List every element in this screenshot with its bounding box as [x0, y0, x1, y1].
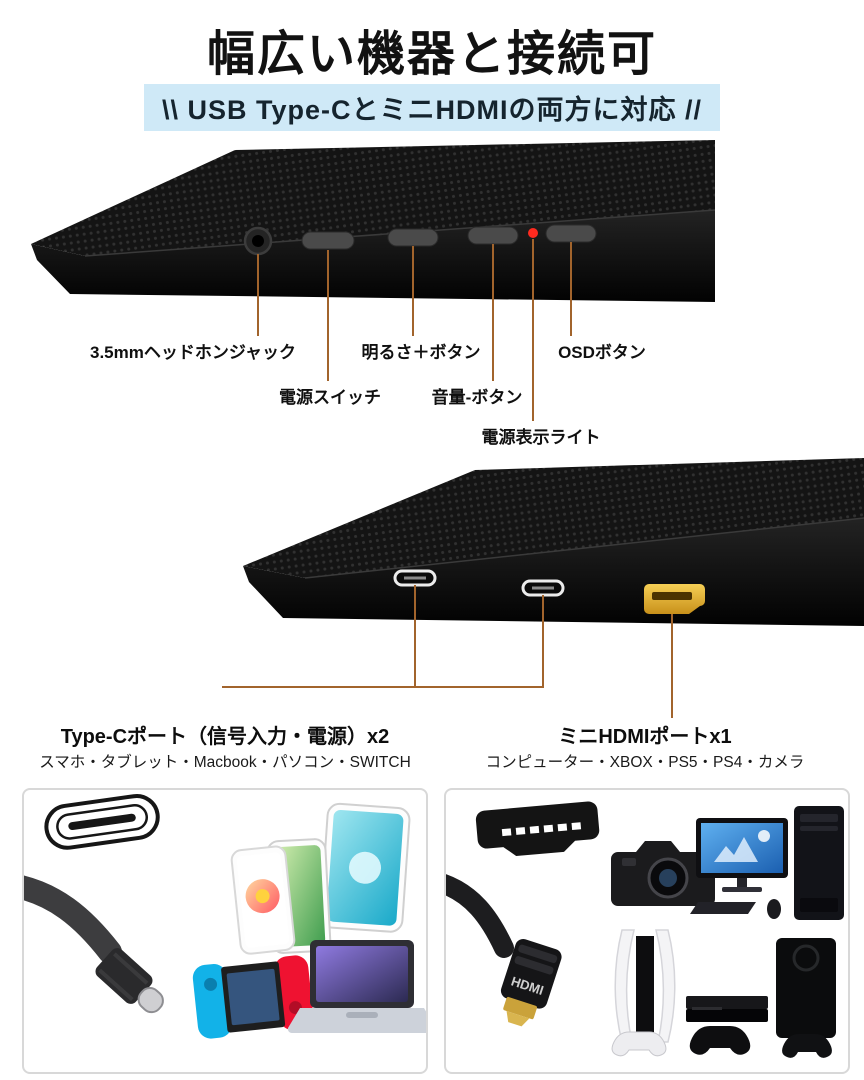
nintendo-switch-icon [192, 955, 314, 1039]
usb-c-devices-illustration [24, 794, 426, 1039]
callout-line [327, 250, 329, 381]
headphone-jack-icon [243, 226, 273, 256]
osd-button-icon [545, 224, 597, 243]
monitor-ports-photo [243, 458, 864, 626]
tablet-icon [319, 802, 411, 933]
power-switch-icon [301, 231, 355, 250]
brightness-button-icon [387, 228, 439, 247]
xbox-controller-icon [782, 1034, 832, 1058]
game-controller-icon [689, 1026, 751, 1055]
callout-line [671, 614, 673, 718]
callout-line [570, 242, 572, 336]
volume-button-icon [467, 226, 519, 245]
callout-line [492, 244, 494, 381]
hdmi-cable-icon: HDMI [446, 874, 562, 1027]
ps5-controller-icon [611, 1031, 667, 1057]
callout-line [222, 686, 544, 688]
camera-icon [611, 841, 715, 906]
callout-line [412, 246, 414, 336]
label-hdmi-devices: コンピューター・XBOX・PS5・PS4・カメラ [485, 754, 805, 771]
smartphone-orange-icon [230, 845, 296, 955]
mini-hdmi-port-icon [475, 801, 600, 857]
callout-line [542, 595, 544, 688]
callout-line [414, 585, 416, 688]
callout-line [532, 239, 534, 421]
ps5-icon [614, 929, 676, 1043]
usb-c-cable-icon [24, 875, 164, 1014]
label-headphone-jack: 3.5mmヘッドホンジャック [89, 343, 297, 362]
desktop-pc-icon [690, 806, 844, 920]
mini-hdmi-port-gold-icon [644, 584, 705, 614]
hdmi-devices-illustration: HDMI [446, 801, 844, 1058]
label-osd-button: OSDボタン [558, 343, 646, 362]
callout-line [257, 254, 259, 336]
hdmi-connectivity-box: HDMI [444, 788, 850, 1074]
laptop-icon [287, 940, 426, 1034]
usb-c-port-1-icon [393, 569, 437, 587]
label-hdmi-port: ミニHDMIポートx1 [558, 726, 732, 748]
label-type-c-devices: スマホ・タブレット・Macbook・パソコン・SWITCH [39, 754, 411, 771]
label-volume-button: 音量-ボタン [431, 388, 523, 407]
page-subtitle: \\ USB Type-CとミニHDMIの両方に対応 // [0, 84, 864, 131]
page-subtitle-text: \\ USB Type-CとミニHDMIの両方に対応 // [143, 84, 720, 131]
label-power-switch: 電源スイッチ [279, 388, 381, 407]
xbox-icon [776, 938, 836, 1038]
monitor-buttons-photo [31, 140, 715, 302]
usb-c-port-2-icon [521, 579, 565, 597]
label-brightness-button: 明るさ＋ボタン [361, 343, 481, 362]
device-front-face [243, 518, 864, 626]
usb-c-port-icon [44, 794, 160, 850]
device-edge-line [304, 517, 864, 579]
device-top-surface [243, 458, 864, 578]
power-led-icon [528, 228, 538, 238]
ps4-icon [686, 996, 768, 1022]
device-top-surface [31, 140, 715, 256]
label-power-led: 電源表示ライト [481, 428, 601, 447]
device-front-face [31, 210, 715, 302]
page-title: 幅広い機器と接続可 [206, 28, 657, 81]
label-type-c-ports: Type-Cポート（信号入力・電源）x2 [60, 726, 390, 748]
usb-c-connectivity-box [22, 788, 428, 1074]
